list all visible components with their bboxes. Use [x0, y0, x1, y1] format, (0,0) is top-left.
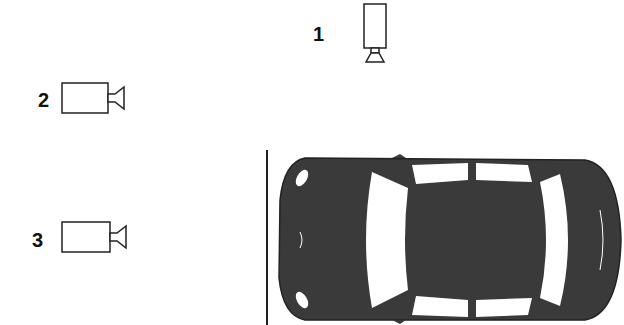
- stop-line: [266, 150, 268, 325]
- car: [279, 154, 621, 324]
- callout-number: 1: [313, 24, 324, 44]
- camera-2: [62, 83, 124, 113]
- camera-3: [62, 222, 126, 252]
- callout-number: 2: [38, 90, 49, 110]
- callout-number: 3: [32, 230, 43, 250]
- camera-1: [364, 4, 386, 62]
